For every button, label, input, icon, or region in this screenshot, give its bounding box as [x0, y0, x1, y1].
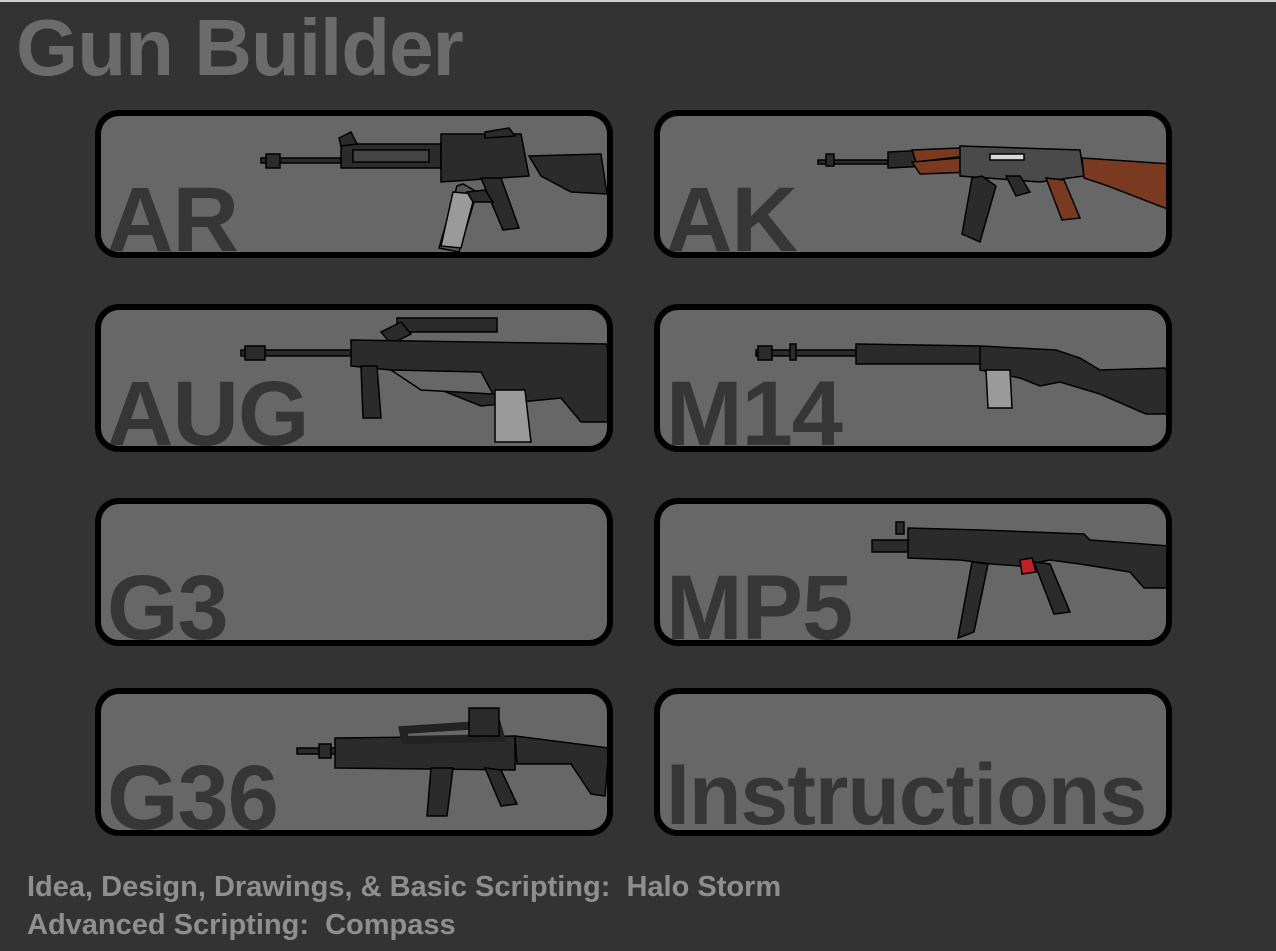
- g3-label: G3: [107, 557, 229, 646]
- ak-rifle-icon: [817, 145, 1166, 244]
- ak-label: AK: [666, 169, 798, 258]
- aug-button[interactable]: AUG: [95, 304, 613, 452]
- ar-label: AR: [107, 169, 239, 258]
- instructions-button[interactable]: Instructions: [654, 688, 1172, 836]
- ar-button[interactable]: AR: [95, 110, 613, 258]
- mp5-label: MP5: [666, 557, 853, 646]
- g36-button[interactable]: G36: [95, 688, 613, 836]
- g3-button[interactable]: G3: [95, 498, 613, 646]
- credits-line-1: Idea, Design, Drawings, & Basic Scriptin…: [27, 871, 782, 903]
- game-title: Gun Builder: [16, 3, 464, 92]
- m14-button[interactable]: M14: [654, 304, 1172, 452]
- instructions-label: Instructions: [666, 747, 1147, 836]
- ak-button[interactable]: AK: [654, 110, 1172, 258]
- g36-rifle-icon: [296, 707, 607, 817]
- aug-rifle-icon: [240, 317, 607, 443]
- aug-label: AUG: [107, 363, 309, 452]
- mp5-button[interactable]: MP5: [654, 498, 1172, 646]
- ar-rifle-icon: [260, 127, 607, 252]
- g36-label: G36: [107, 747, 279, 836]
- credits-line-2: Advanced Scripting: Compass: [27, 909, 456, 941]
- m14-rifle-icon: [755, 343, 1166, 415]
- mp5-smg-icon: [871, 521, 1166, 640]
- m14-label: M14: [666, 363, 843, 452]
